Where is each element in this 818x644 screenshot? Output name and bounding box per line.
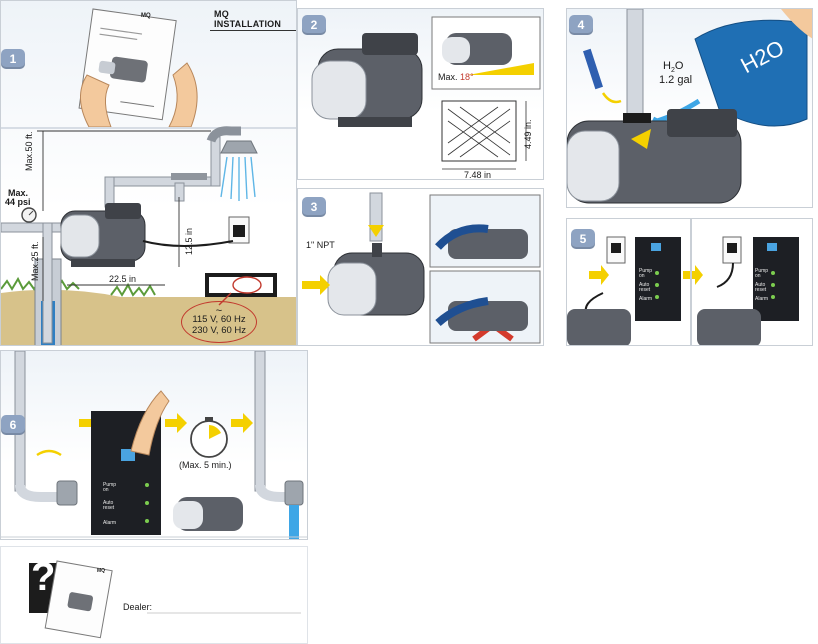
pump-illustration	[311, 33, 423, 127]
water-h: H	[663, 60, 671, 72]
max-depth-label: Max.25 ft.	[30, 241, 40, 281]
step-badge-3: 3	[302, 197, 326, 217]
alarm-label-a: Alarm	[639, 296, 653, 302]
step-badge-6: 6	[1, 415, 25, 435]
mounting-illustration	[311, 16, 541, 170]
pipe-connection-illustration	[302, 192, 541, 344]
voltage-230: 230 V, 60 Hz	[191, 324, 247, 336]
timer-label: (Max. 5 min.)	[179, 460, 232, 470]
pump-on-label-a: Pump on	[639, 268, 653, 280]
auto-reset-label-a: Auto reset	[639, 282, 651, 294]
max-pressure-label: Max.	[8, 188, 29, 198]
auto-reset-label-c: Auto reset	[103, 500, 115, 512]
panel-step-2: 2 Max. 18° 4.49 in. 7.48 in	[297, 8, 544, 180]
panel-step-4: 4 H2O 1.2 gal H2O	[566, 8, 813, 208]
height-dimension-label: 12.5 in	[184, 227, 194, 255]
pump-on-label-c: Pump on	[103, 482, 117, 494]
priming-illustration	[567, 9, 812, 204]
panel-help: ? MQ Dealer:	[0, 546, 308, 644]
water-formula-label: H2O	[663, 60, 684, 75]
water-o: O	[674, 60, 684, 72]
alarm-label-b: Alarm	[755, 296, 769, 302]
page-title: MQ INSTALLATION	[210, 9, 296, 31]
max-angle-label: Max. 18°	[438, 72, 474, 82]
panel-step-6: 6 (Max. 5 min.) Pump on Auto reset Alarm	[0, 350, 308, 540]
pump-on-label-b: Pump on	[755, 268, 769, 280]
panel-step-5: 5 Pump on Auto reset Alarm Pump on Auto …	[566, 218, 813, 346]
step-badge-2: 2	[302, 15, 326, 35]
max-pressure-value: 44 psi	[5, 197, 31, 207]
base-width-label: 7.48 in	[464, 170, 492, 180]
water-sub: 2	[670, 67, 675, 75]
help-illustration	[29, 560, 301, 639]
voltage-callout: ~ 115 V, 60 Hz 230 V, 60 Hz	[181, 301, 257, 343]
step-badge-5: 5	[571, 229, 595, 249]
base-height-label: 4.49 in.	[523, 119, 533, 149]
alarm-label-c: Alarm	[103, 520, 117, 526]
panel-step-3: 3 1" NPT	[297, 188, 544, 346]
max-angle-value: 18°	[460, 72, 474, 82]
dealer-label: Dealer:	[123, 602, 153, 612]
max-angle-prefix: Max.	[438, 72, 458, 82]
pump-illustration	[327, 243, 425, 316]
max-height-label: Max.50 ft.	[24, 131, 34, 171]
startup-illustration	[1, 351, 307, 539]
step-badge-4: 4	[569, 15, 593, 35]
pump-illustration	[60, 203, 146, 267]
voltage-symbol: ~	[215, 304, 223, 317]
water-volume-label: 1.2 gal	[659, 74, 693, 86]
help-manual-brand: MQ	[97, 568, 106, 574]
step-badge-1: 1	[1, 49, 25, 69]
manual-brand-label: MQ	[141, 13, 151, 19]
pipe-size-label: 1" NPT	[306, 240, 335, 250]
width-dimension-label: 22.5 in	[109, 274, 137, 284]
installation-illustration	[1, 8, 296, 345]
panel-step-1: 1 MQ INSTALLATION MQ Max. 44 psi Max.50 …	[0, 0, 297, 346]
auto-reset-label-b: Auto reset	[755, 282, 767, 294]
power-on-illustration	[567, 219, 799, 345]
voltage-115: 115 V, 60 Hz	[192, 314, 246, 326]
question-mark-icon: ?	[31, 555, 56, 599]
pump-illustration	[567, 109, 742, 204]
